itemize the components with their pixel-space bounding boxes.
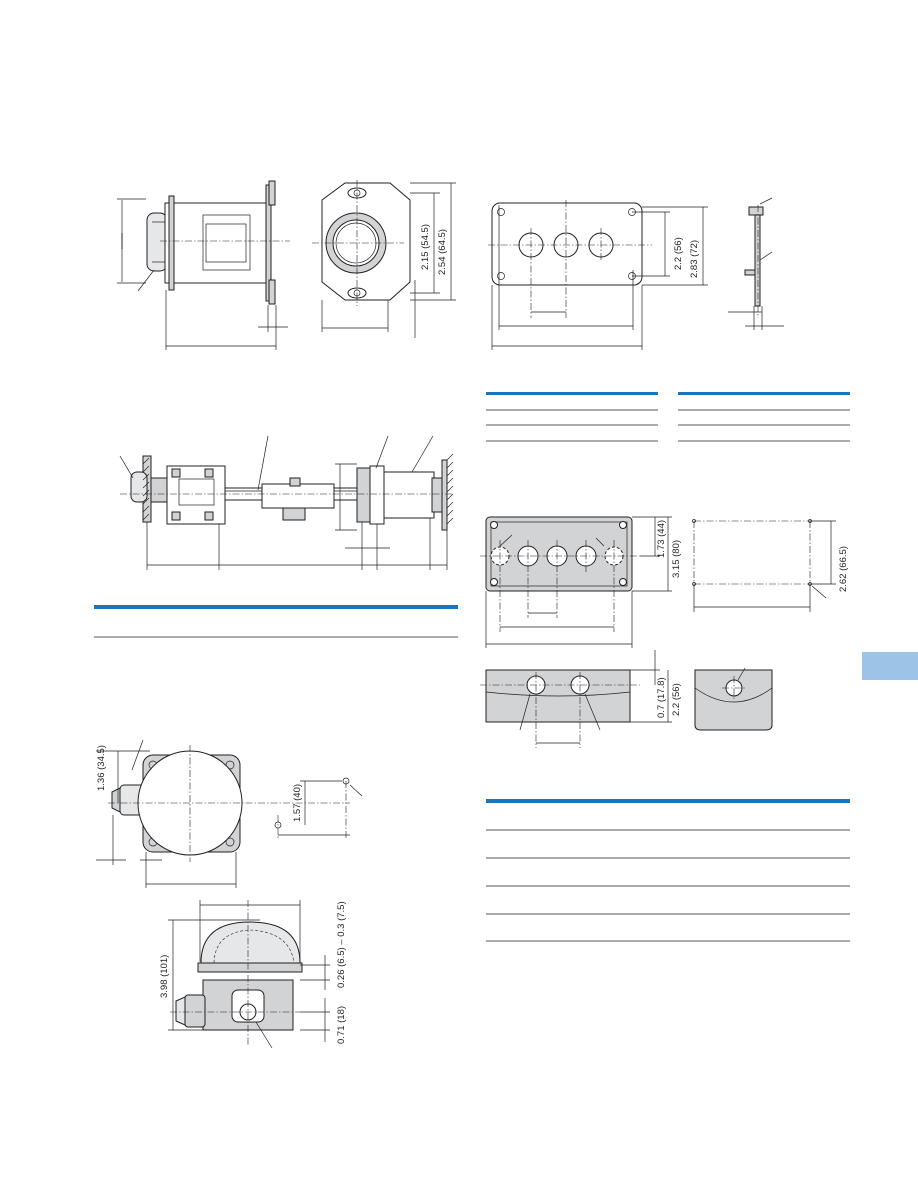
side-offset-label: 1.36 (34.5) — [96, 745, 107, 791]
plate-height-label: 2.83 (72) — [689, 240, 700, 278]
enclosure-lid-two-hole — [480, 650, 672, 748]
gap-range-label: 0.26 (6.5) – 0.3 (7.5) — [336, 901, 347, 988]
overall-height-label: 3.98 (101) — [159, 955, 170, 998]
section-tab[interactable] — [862, 652, 918, 680]
mushroom-operator-side-view — [168, 900, 330, 1049]
pushbutton-side-view — [117, 180, 290, 350]
plate-hole-spacing-label: 2.2 (56) — [673, 237, 684, 270]
mounting-plate-front — [488, 200, 708, 350]
lid-height-label: 2.2 (56) — [671, 683, 682, 716]
panel-cutout-outline — [692, 519, 836, 612]
mounting-plate-side — [728, 197, 784, 330]
data-table-left — [486, 392, 658, 442]
mount-height-label: 2.15 (54.5) — [420, 224, 431, 270]
enclosure-height-label: 3.15 (80) — [671, 540, 682, 578]
base-height-label: 0.71 (18) — [336, 1006, 347, 1044]
lid-offset-label: 0.7 (17.8) — [656, 677, 667, 718]
mount-height-total-label: 2.54 (64.5) — [437, 229, 448, 275]
hole-spacing-label: 1.57 (40) — [292, 784, 303, 822]
data-table-lower — [486, 799, 850, 942]
cutout-height-label: 2.62 (66.5) — [838, 546, 849, 592]
pushbutton-front-view — [312, 180, 456, 338]
section-rule-left — [94, 605, 458, 609]
enclosure-top-offset-label: 1.73 (44) — [656, 520, 667, 558]
extended-shaft-assembly — [119, 435, 454, 570]
data-table-right — [678, 392, 850, 442]
enclosure-lid-one-hole — [694, 667, 773, 731]
enclosure-front-view — [480, 516, 672, 648]
mushroom-operator-top-view — [96, 739, 363, 888]
